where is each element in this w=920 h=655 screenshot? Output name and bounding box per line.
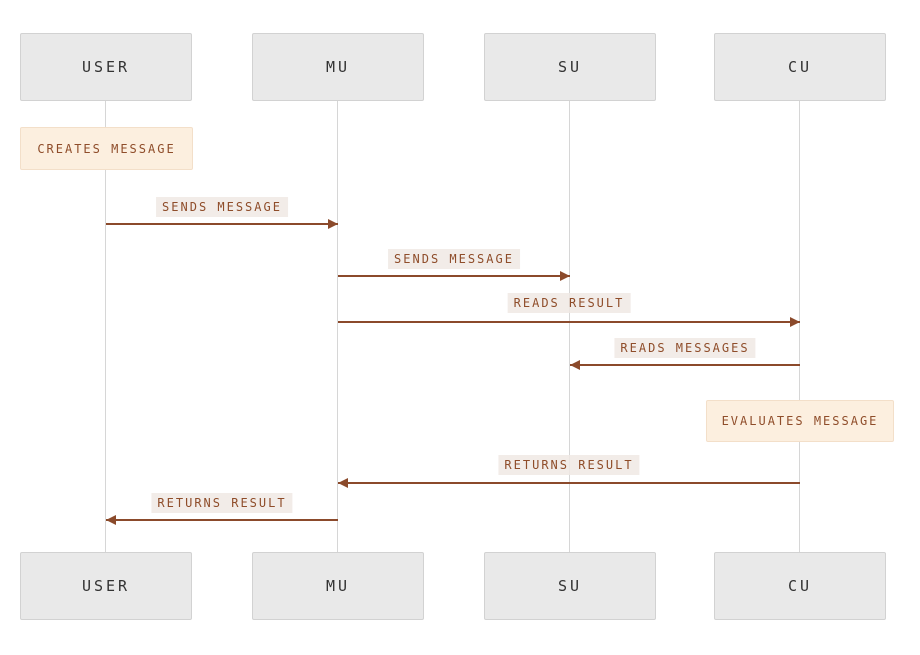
message-line xyxy=(106,223,338,225)
lifeline-su xyxy=(569,101,570,552)
message-line xyxy=(338,482,800,484)
lifeline-mu xyxy=(337,101,338,552)
arrowhead-right-icon xyxy=(328,219,338,229)
lifeline-user xyxy=(105,101,106,552)
message-line xyxy=(570,364,800,366)
message-label: RETURNS RESULT xyxy=(498,455,640,475)
message-label: SENDS MESSAGE xyxy=(156,197,288,217)
actor-bottom-user: USER xyxy=(20,552,192,620)
message-label: READS MESSAGES xyxy=(614,338,756,358)
actor-bottom-su: SU xyxy=(484,552,656,620)
message-line xyxy=(338,275,570,277)
arrowhead-left-icon xyxy=(570,360,580,370)
actor-top-su: SU xyxy=(484,33,656,101)
note-creates-message: CREATES MESSAGE xyxy=(20,127,193,170)
arrowhead-right-icon xyxy=(560,271,570,281)
message-label: SENDS MESSAGE xyxy=(388,249,520,269)
message-line xyxy=(338,321,800,323)
arrowhead-left-icon xyxy=(106,515,116,525)
actor-top-user: USER xyxy=(20,33,192,101)
note-evaluates-message: EVALUATES MESSAGE xyxy=(706,400,894,442)
actor-top-cu: CU xyxy=(714,33,886,101)
actor-bottom-cu: CU xyxy=(714,552,886,620)
arrowhead-right-icon xyxy=(790,317,800,327)
arrowhead-left-icon xyxy=(338,478,348,488)
message-label: RETURNS RESULT xyxy=(151,493,293,513)
actor-top-mu: MU xyxy=(252,33,424,101)
message-label: READS RESULT xyxy=(507,293,631,313)
message-line xyxy=(106,519,338,521)
actor-bottom-mu: MU xyxy=(252,552,424,620)
